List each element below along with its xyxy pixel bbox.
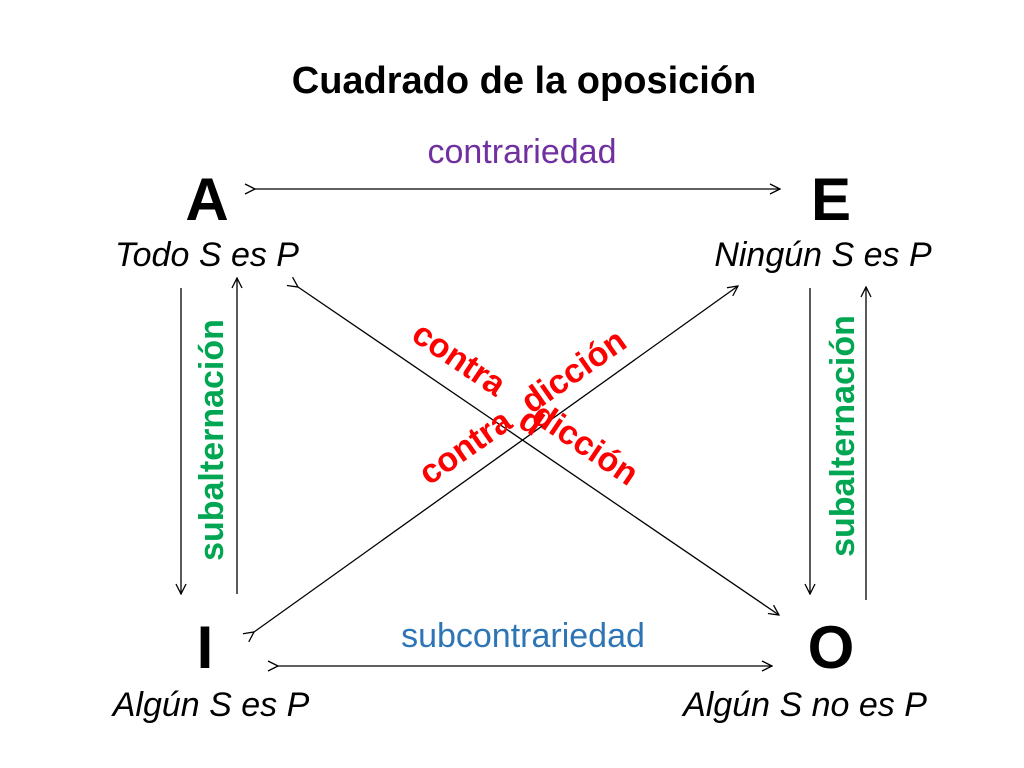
corner-e-letter: E <box>811 166 851 233</box>
corner-e-statement: Ningún S es P <box>714 236 932 274</box>
corner-i-letter: I <box>197 614 214 681</box>
contradiction-a-o-arrow <box>298 287 779 615</box>
corner-a-letter: A <box>185 166 228 233</box>
subalternation-left-label: subalternación <box>193 319 231 561</box>
subalternation-right-label: subalternación <box>824 315 862 557</box>
contradiction-i-e-arrow <box>254 286 738 632</box>
corner-a-statement: Todo S es P <box>115 236 299 274</box>
contradiction-a-o-part1: contra <box>405 314 513 404</box>
corner-o-statement: Algún S no es P <box>681 686 927 724</box>
contradiction-i-e-part1: contra <box>412 401 520 492</box>
diagram-title: Cuadrado de la oposición <box>292 60 757 102</box>
corner-o-letter: O <box>808 614 855 681</box>
subcontrariety-label: subcontrariedad <box>401 617 645 655</box>
contrariety-label: contrariedad <box>427 133 616 171</box>
corner-i-statement: Algún S es P <box>111 686 310 724</box>
